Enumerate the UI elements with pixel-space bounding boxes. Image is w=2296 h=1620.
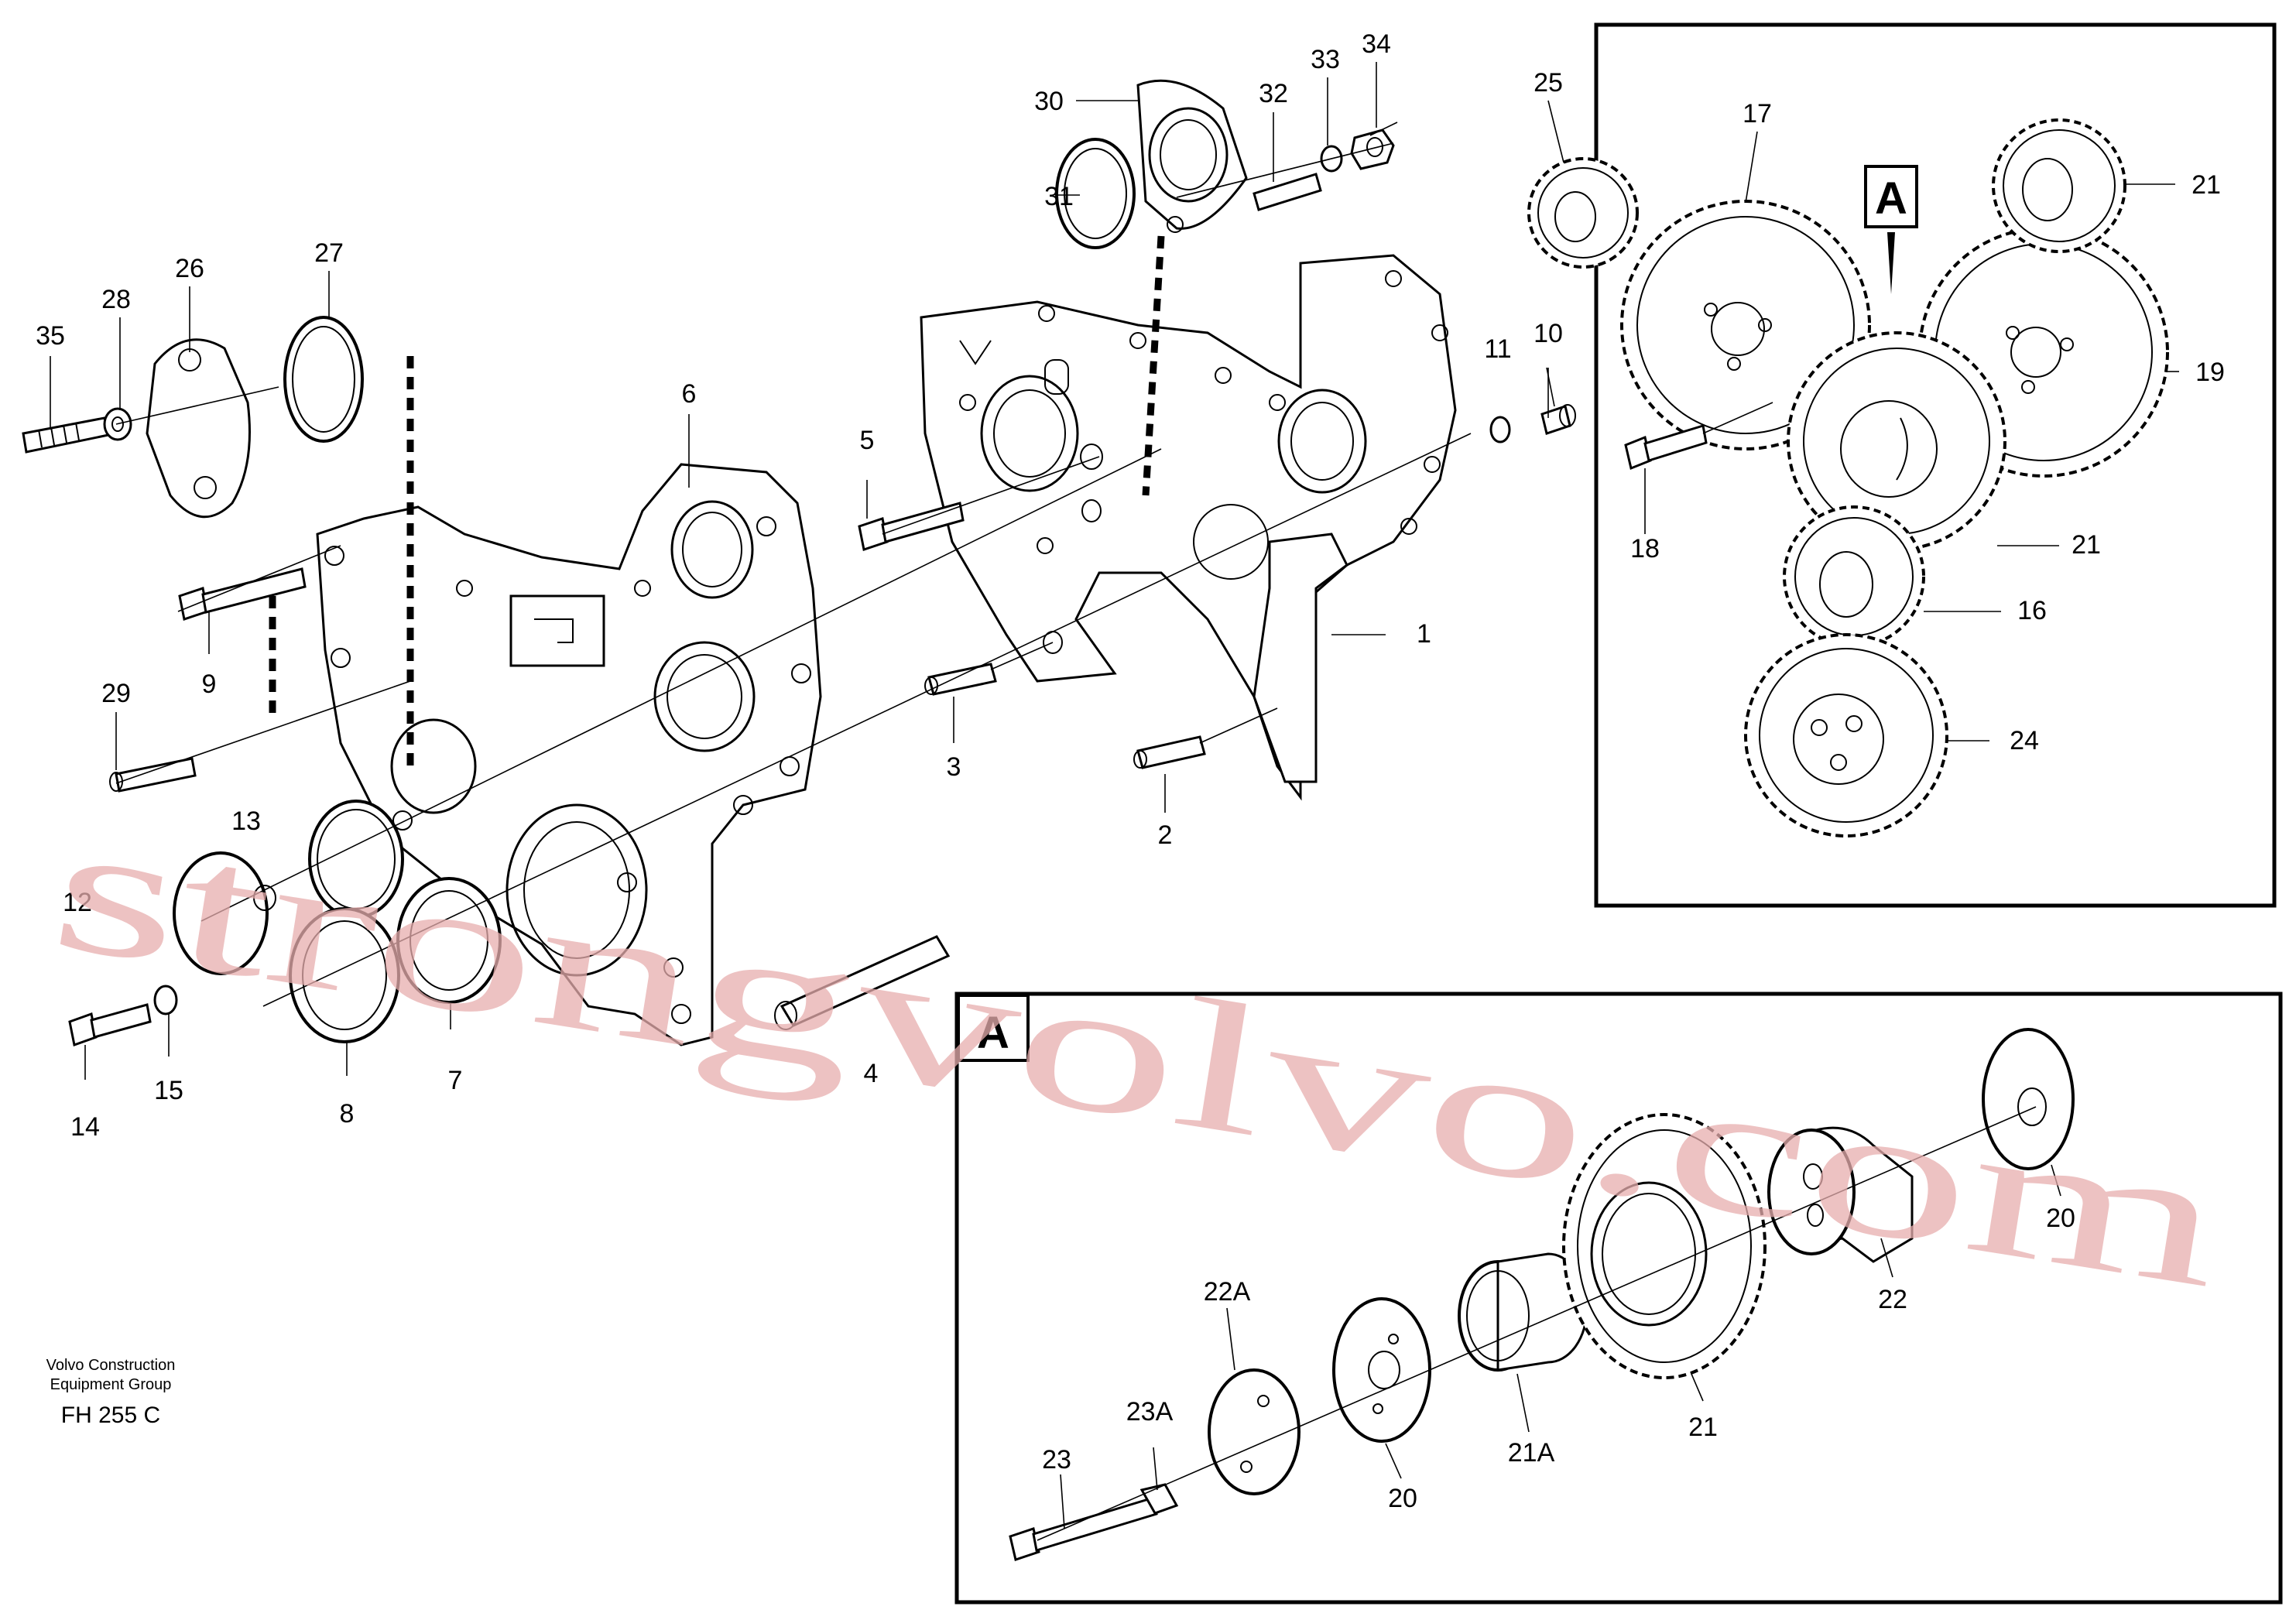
o-ring-31 [1055, 138, 1136, 249]
label-27: 27 [314, 238, 344, 268]
label-25: 25 [1534, 68, 1563, 98]
label-29: 29 [101, 679, 131, 708]
label-leaders [50, 62, 2179, 1529]
thrust-washer-20-rear [1982, 1028, 2075, 1170]
cover-26 [146, 338, 251, 519]
gear-idler-center [1787, 331, 2006, 551]
idler-gear-21 [1562, 1113, 1767, 1379]
nut-34 [1350, 128, 1395, 170]
label-24: 24 [2010, 726, 2039, 755]
gear-25 [1527, 157, 1639, 269]
label-10: 10 [1534, 319, 1563, 348]
detail-frame-idler-assembly [954, 992, 2283, 1605]
label-8: 8 [340, 1099, 355, 1129]
part-labels: 1 2 3 4 5 6 7 8 9 10 11 12 13 14 15 16 1… [36, 29, 2225, 1513]
credit-line-2: Equipment Group [50, 1376, 172, 1393]
cap-12 [173, 851, 276, 975]
label-30: 30 [1034, 87, 1064, 116]
label-13: 13 [231, 807, 261, 836]
idler-axis-line [1037, 1106, 2037, 1541]
seal-7 [396, 877, 502, 1004]
credit-line-1: Volvo Construction [46, 1357, 176, 1374]
label-21-idler: 21 [1688, 1413, 1718, 1442]
label-35: 35 [36, 321, 65, 351]
bolt-18 [1624, 402, 1773, 471]
label-15: 15 [154, 1076, 183, 1105]
label-20-front: 20 [1388, 1484, 1417, 1513]
washer-15 [153, 985, 178, 1015]
assembly-axis-lines [115, 142, 1472, 1007]
label-28: 28 [101, 285, 131, 314]
watermark-text: strongvolvo.com [40, 781, 2236, 1327]
thrust-washer-20-front [1332, 1297, 1431, 1443]
label-33: 33 [1311, 45, 1340, 74]
label-18: 18 [1630, 534, 1660, 563]
detail-ref-letter-bottom: A [977, 1008, 1009, 1058]
label-7: 7 [448, 1066, 463, 1095]
detail-ref-box-bottom [957, 994, 1030, 1062]
label-2: 2 [1158, 820, 1173, 850]
label-9: 9 [202, 670, 217, 699]
label-14: 14 [70, 1112, 100, 1142]
label-19: 19 [2195, 358, 2225, 387]
stud-35 [22, 416, 110, 454]
dowel-2 [1133, 735, 1206, 769]
label-21A: 21A [1508, 1438, 1555, 1468]
detail-frame-gear-train [1594, 22, 2277, 908]
label-22: 22 [1878, 1285, 1907, 1314]
detail-ref-box-top [1864, 165, 1918, 228]
timing-housing-plate [920, 254, 1457, 801]
bolt-9 [178, 567, 307, 621]
flange-30 [1136, 79, 1248, 233]
o-ring-27 [283, 316, 364, 443]
label-3: 3 [947, 752, 961, 782]
detail-ref-letter-top: A [1875, 173, 1907, 224]
label-21-middle: 21 [2072, 530, 2101, 560]
plug-10 [1540, 404, 1576, 435]
label-12: 12 [63, 888, 92, 917]
label-23: 23 [1042, 1445, 1071, 1474]
label-31: 31 [1044, 182, 1074, 211]
plate-22A [1208, 1368, 1300, 1495]
pin-4 [774, 935, 951, 1030]
stud-32 [1253, 173, 1322, 211]
label-21-top: 21 [2191, 170, 2221, 200]
label-20-rear: 20 [2046, 1204, 2075, 1233]
label-6: 6 [682, 379, 697, 409]
label-11: 11 [1484, 334, 1511, 364]
dowel-3 [924, 663, 997, 696]
label-4: 4 [864, 1059, 879, 1088]
seal-8 [289, 907, 400, 1043]
label-16: 16 [2017, 596, 2047, 625]
washer-11 [1489, 416, 1511, 444]
label-17: 17 [1743, 99, 1772, 128]
hub-22 [1767, 1126, 1914, 1263]
label-1: 1 [1417, 619, 1431, 649]
bolt-14 [68, 1003, 152, 1046]
drawing-code: FH 255 C [61, 1403, 160, 1428]
label-23A: 23A [1126, 1397, 1174, 1426]
detail-ref-arrow [1887, 232, 1895, 294]
label-5: 5 [860, 426, 875, 455]
seal-line-30 [1142, 235, 1165, 496]
bolt-23 [1009, 1496, 1158, 1561]
label-32: 32 [1259, 79, 1288, 108]
stud-29 [109, 757, 197, 793]
gear-16 [1783, 505, 1925, 648]
label-22A: 22A [1204, 1277, 1251, 1307]
label-34: 34 [1362, 29, 1391, 59]
gear-24 [1744, 633, 1948, 837]
label-26: 26 [175, 254, 204, 283]
gear-21-top [1992, 118, 2126, 253]
